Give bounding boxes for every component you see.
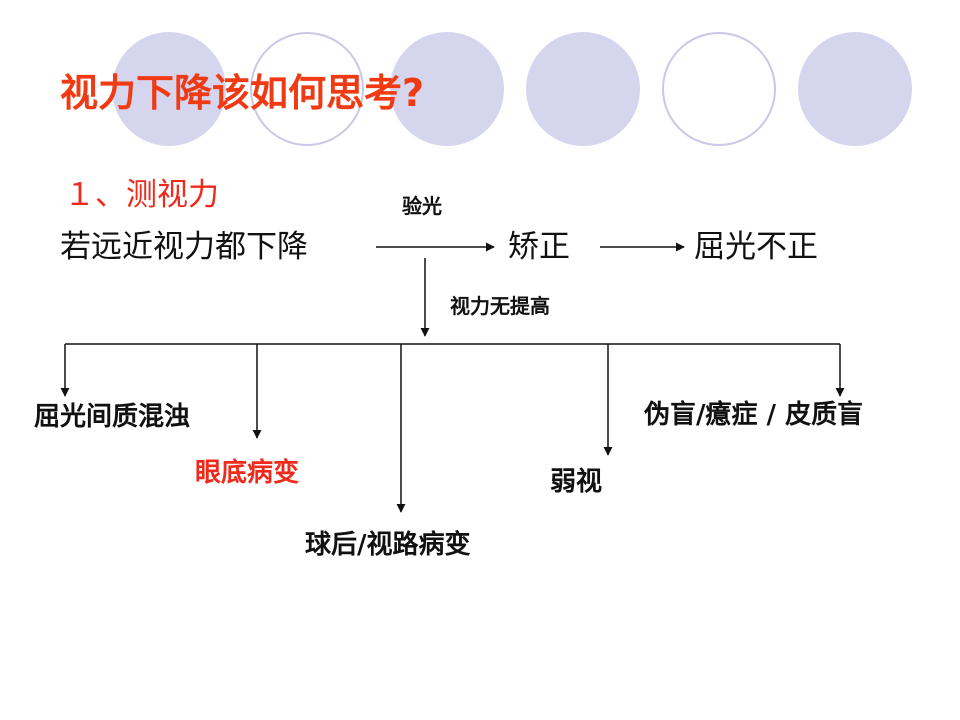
cause-fundus-disease: 眼底病变 [195, 458, 300, 488]
flow-refractive-error: 屈光不正 [694, 229, 818, 265]
flow-start: 若远近视力都下降 [60, 229, 308, 265]
decor-circle-5 [662, 32, 776, 146]
cause-amblyopia: 弱视 [550, 467, 603, 497]
cause-retrobulbar-pathway: 球后/视路病变 [305, 530, 471, 560]
section-heading: １、测视力 [64, 177, 219, 213]
cause-malingering-hysteria-cortical: 伪盲/癔症 / 皮质盲 [644, 400, 864, 430]
label-refraction: 验光 [402, 194, 442, 218]
decor-circle-3 [390, 32, 504, 146]
decor-circle-1 [112, 32, 226, 146]
decor-circle-2 [250, 32, 364, 146]
decor-circle-6 [798, 32, 912, 146]
slide-title: 视力下降该如何思考? [60, 71, 425, 115]
decor-circle-4 [526, 32, 640, 146]
label-no-improvement: 视力无提高 [450, 294, 550, 318]
flow-corrected: 矫正 [508, 229, 570, 265]
cause-media-opacity: 屈光间质混浊 [34, 402, 191, 432]
